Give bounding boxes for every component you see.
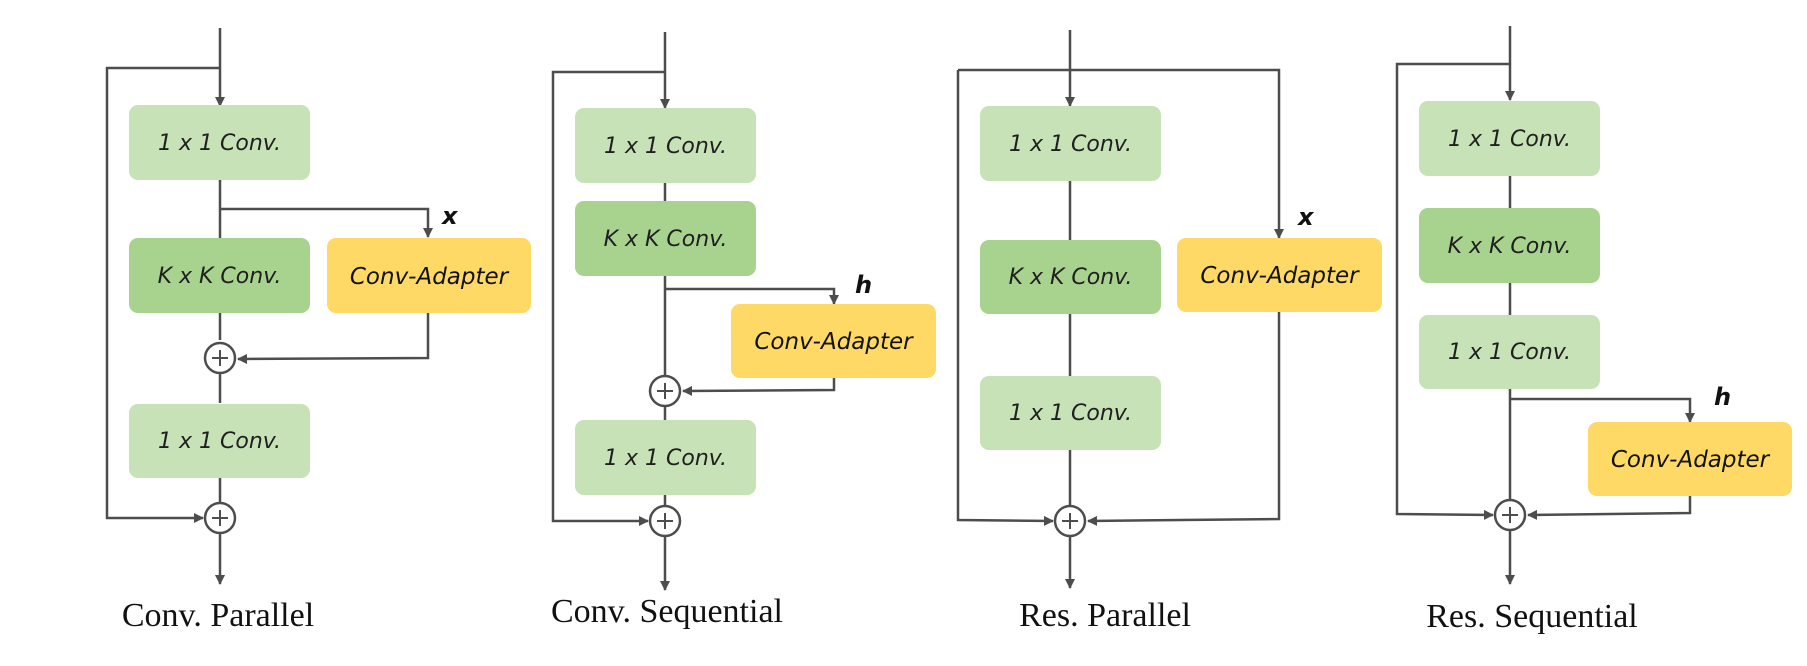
skip-connection-arrow xyxy=(551,70,665,526)
sum-node xyxy=(203,501,237,535)
sum-node xyxy=(1053,504,1087,538)
conv-1x1-label: 1 x 1 Conv. xyxy=(158,429,281,454)
conv-1x1-box xyxy=(1419,101,1600,176)
panel-conv-parallel: 1 x 1 Conv. K x K Conv. Conv-Adapter 1 x… xyxy=(105,28,531,634)
panel-res-sequential: 1 x 1 Conv. K x K Conv. 1 x 1 Conv. Conv… xyxy=(1395,26,1792,635)
conv-kxk-box xyxy=(980,240,1161,314)
panel-caption: Res. Parallel xyxy=(1019,597,1191,634)
conv-1x1-box xyxy=(129,404,310,478)
conv-kxk-label: K x K Conv. xyxy=(1009,265,1133,290)
adapter-output-arrow xyxy=(237,312,430,364)
skip-connection-arrow xyxy=(956,70,1054,526)
conv-kxk-box xyxy=(129,238,310,313)
conv-kxk-label: K x K Conv. xyxy=(158,264,282,289)
conv-1x1-box xyxy=(575,108,756,183)
conv-adapter-label: Conv-Adapter xyxy=(1200,263,1360,289)
conv-kxk-label: K x K Conv. xyxy=(604,227,728,252)
sum-node xyxy=(203,341,237,375)
sum-node xyxy=(648,504,682,538)
conv-adapter-box xyxy=(1177,238,1382,312)
conv-kxk-label: K x K Conv. xyxy=(1448,234,1572,259)
conv-adapter-box xyxy=(731,304,936,378)
sum-node xyxy=(648,374,682,408)
sum-node xyxy=(1493,498,1527,532)
adapter-input-arrow xyxy=(1510,397,1695,423)
conv-1x1-box xyxy=(575,420,756,495)
adapter-output-arrow xyxy=(682,378,836,396)
conv-1x1-label: 1 x 1 Conv. xyxy=(1448,340,1571,365)
conv-1x1-box xyxy=(129,105,310,180)
skip-connection-arrow xyxy=(1395,62,1510,520)
adapter-input-label: x xyxy=(441,202,459,230)
adapter-output-arrow xyxy=(1527,496,1692,520)
adapter-input-label: x xyxy=(1297,203,1315,231)
adapter-input-label: h xyxy=(855,271,872,299)
conv-adapter-label: Conv-Adapter xyxy=(350,264,510,290)
conv-1x1-box xyxy=(980,376,1161,450)
conv-1x1-label: 1 x 1 Conv. xyxy=(1448,127,1571,152)
panel-caption: Conv. Sequential xyxy=(551,593,783,630)
conv-1x1-box xyxy=(1419,315,1600,389)
panel-res-parallel: 1 x 1 Conv. K x K Conv. Conv-Adapter 1 x… xyxy=(956,30,1382,634)
adapter-input-arrow xyxy=(220,207,433,238)
conv-adapter-label: Conv-Adapter xyxy=(1611,447,1771,473)
conv-adapter-box xyxy=(1588,422,1792,496)
adapter-output-arrow xyxy=(1087,312,1281,526)
conv-1x1-box xyxy=(980,106,1161,181)
conv-kxk-box xyxy=(575,201,756,276)
adapter-input-label: h xyxy=(1714,383,1731,411)
panel-caption: Res. Sequential xyxy=(1426,598,1638,635)
skip-connection-arrow xyxy=(105,66,220,523)
adapter-input-arrow xyxy=(958,68,1284,239)
panel-caption: Conv. Parallel xyxy=(122,597,314,634)
conv-1x1-label: 1 x 1 Conv. xyxy=(1009,132,1132,157)
conv-1x1-label: 1 x 1 Conv. xyxy=(604,134,727,159)
adapter-input-arrow xyxy=(665,287,839,305)
conv-kxk-box xyxy=(1419,208,1600,283)
conv-1x1-label: 1 x 1 Conv. xyxy=(604,446,727,471)
conv-adapter-label: Conv-Adapter xyxy=(754,329,914,355)
conv-1x1-label: 1 x 1 Conv. xyxy=(1009,401,1132,426)
conv-adapter-box xyxy=(327,238,531,313)
panel-conv-sequential: 1 x 1 Conv. K x K Conv. Conv-Adapter 1 x… xyxy=(551,32,936,630)
conv-1x1-label: 1 x 1 Conv. xyxy=(158,131,281,156)
